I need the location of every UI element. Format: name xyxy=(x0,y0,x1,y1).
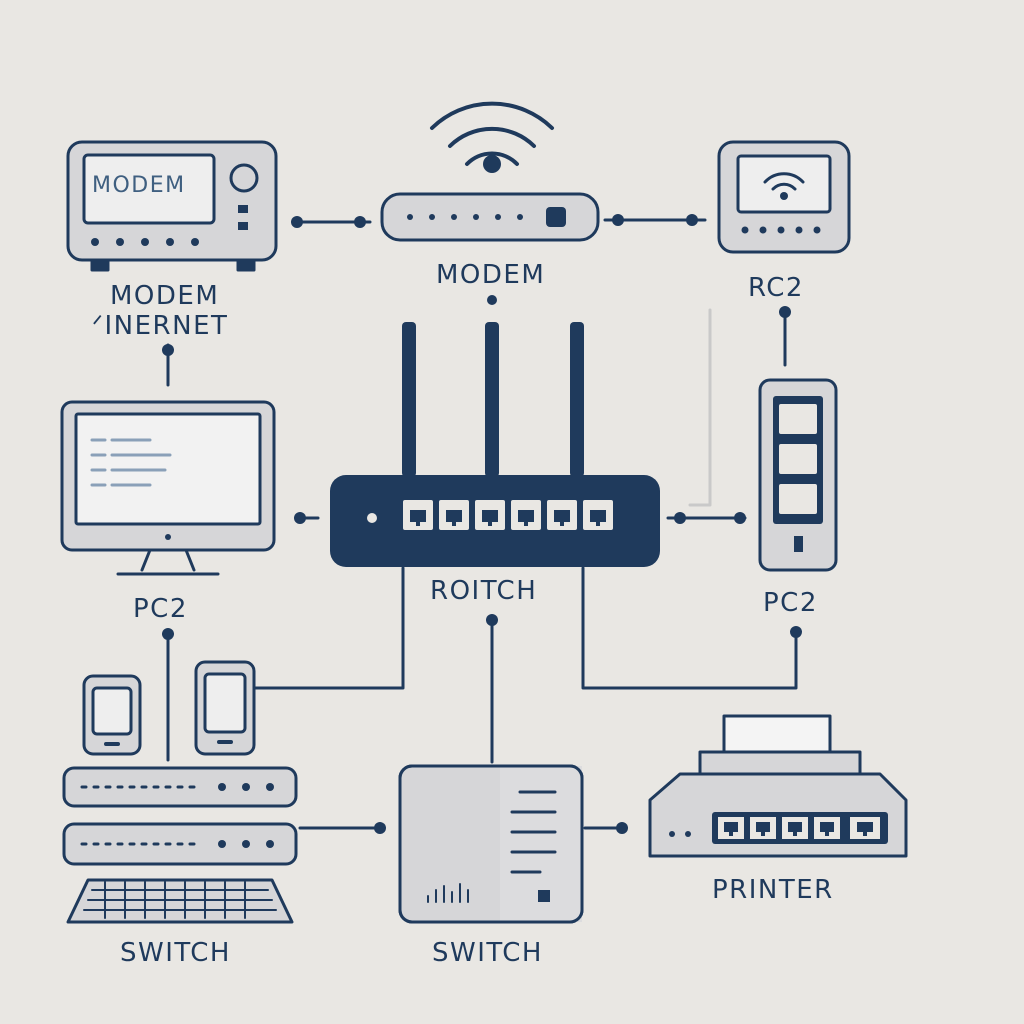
router-label: ROITCH xyxy=(430,576,538,606)
keyboard-device xyxy=(66,878,294,924)
switch-left-label: SWITCH xyxy=(120,938,231,968)
switch-device-left xyxy=(62,766,298,866)
modem-left-label: MODEM xyxy=(110,281,220,311)
wifi-icon xyxy=(430,101,554,173)
phone-device-2 xyxy=(194,660,256,756)
printer-device xyxy=(648,714,908,858)
connector-dots xyxy=(162,214,802,834)
modem-screen-label: MODEM xyxy=(92,173,186,198)
modem-device-center xyxy=(380,192,600,242)
phone-device-1 xyxy=(82,674,142,756)
pc-right-label: PC2 xyxy=(763,588,818,618)
pc-top-right-label: RC2 xyxy=(748,273,804,303)
faint-link xyxy=(688,308,712,507)
tower-device-right xyxy=(758,378,838,572)
pc-device-top-right xyxy=(717,140,851,254)
modem-device-left xyxy=(66,140,278,272)
modem-center-label: MODEM xyxy=(436,260,546,290)
monitor-label: PC2 xyxy=(133,594,188,624)
monitor-device xyxy=(60,400,276,576)
internet-label: ᐟINERNET xyxy=(92,311,229,341)
switch-device-center xyxy=(398,764,584,924)
switch-center-label: SWITCH xyxy=(432,938,543,968)
router-device xyxy=(330,322,660,567)
printer-label: PRINTER xyxy=(712,875,834,905)
link-router-to-phone xyxy=(253,566,405,690)
link-router-to-pc2 xyxy=(581,566,798,690)
